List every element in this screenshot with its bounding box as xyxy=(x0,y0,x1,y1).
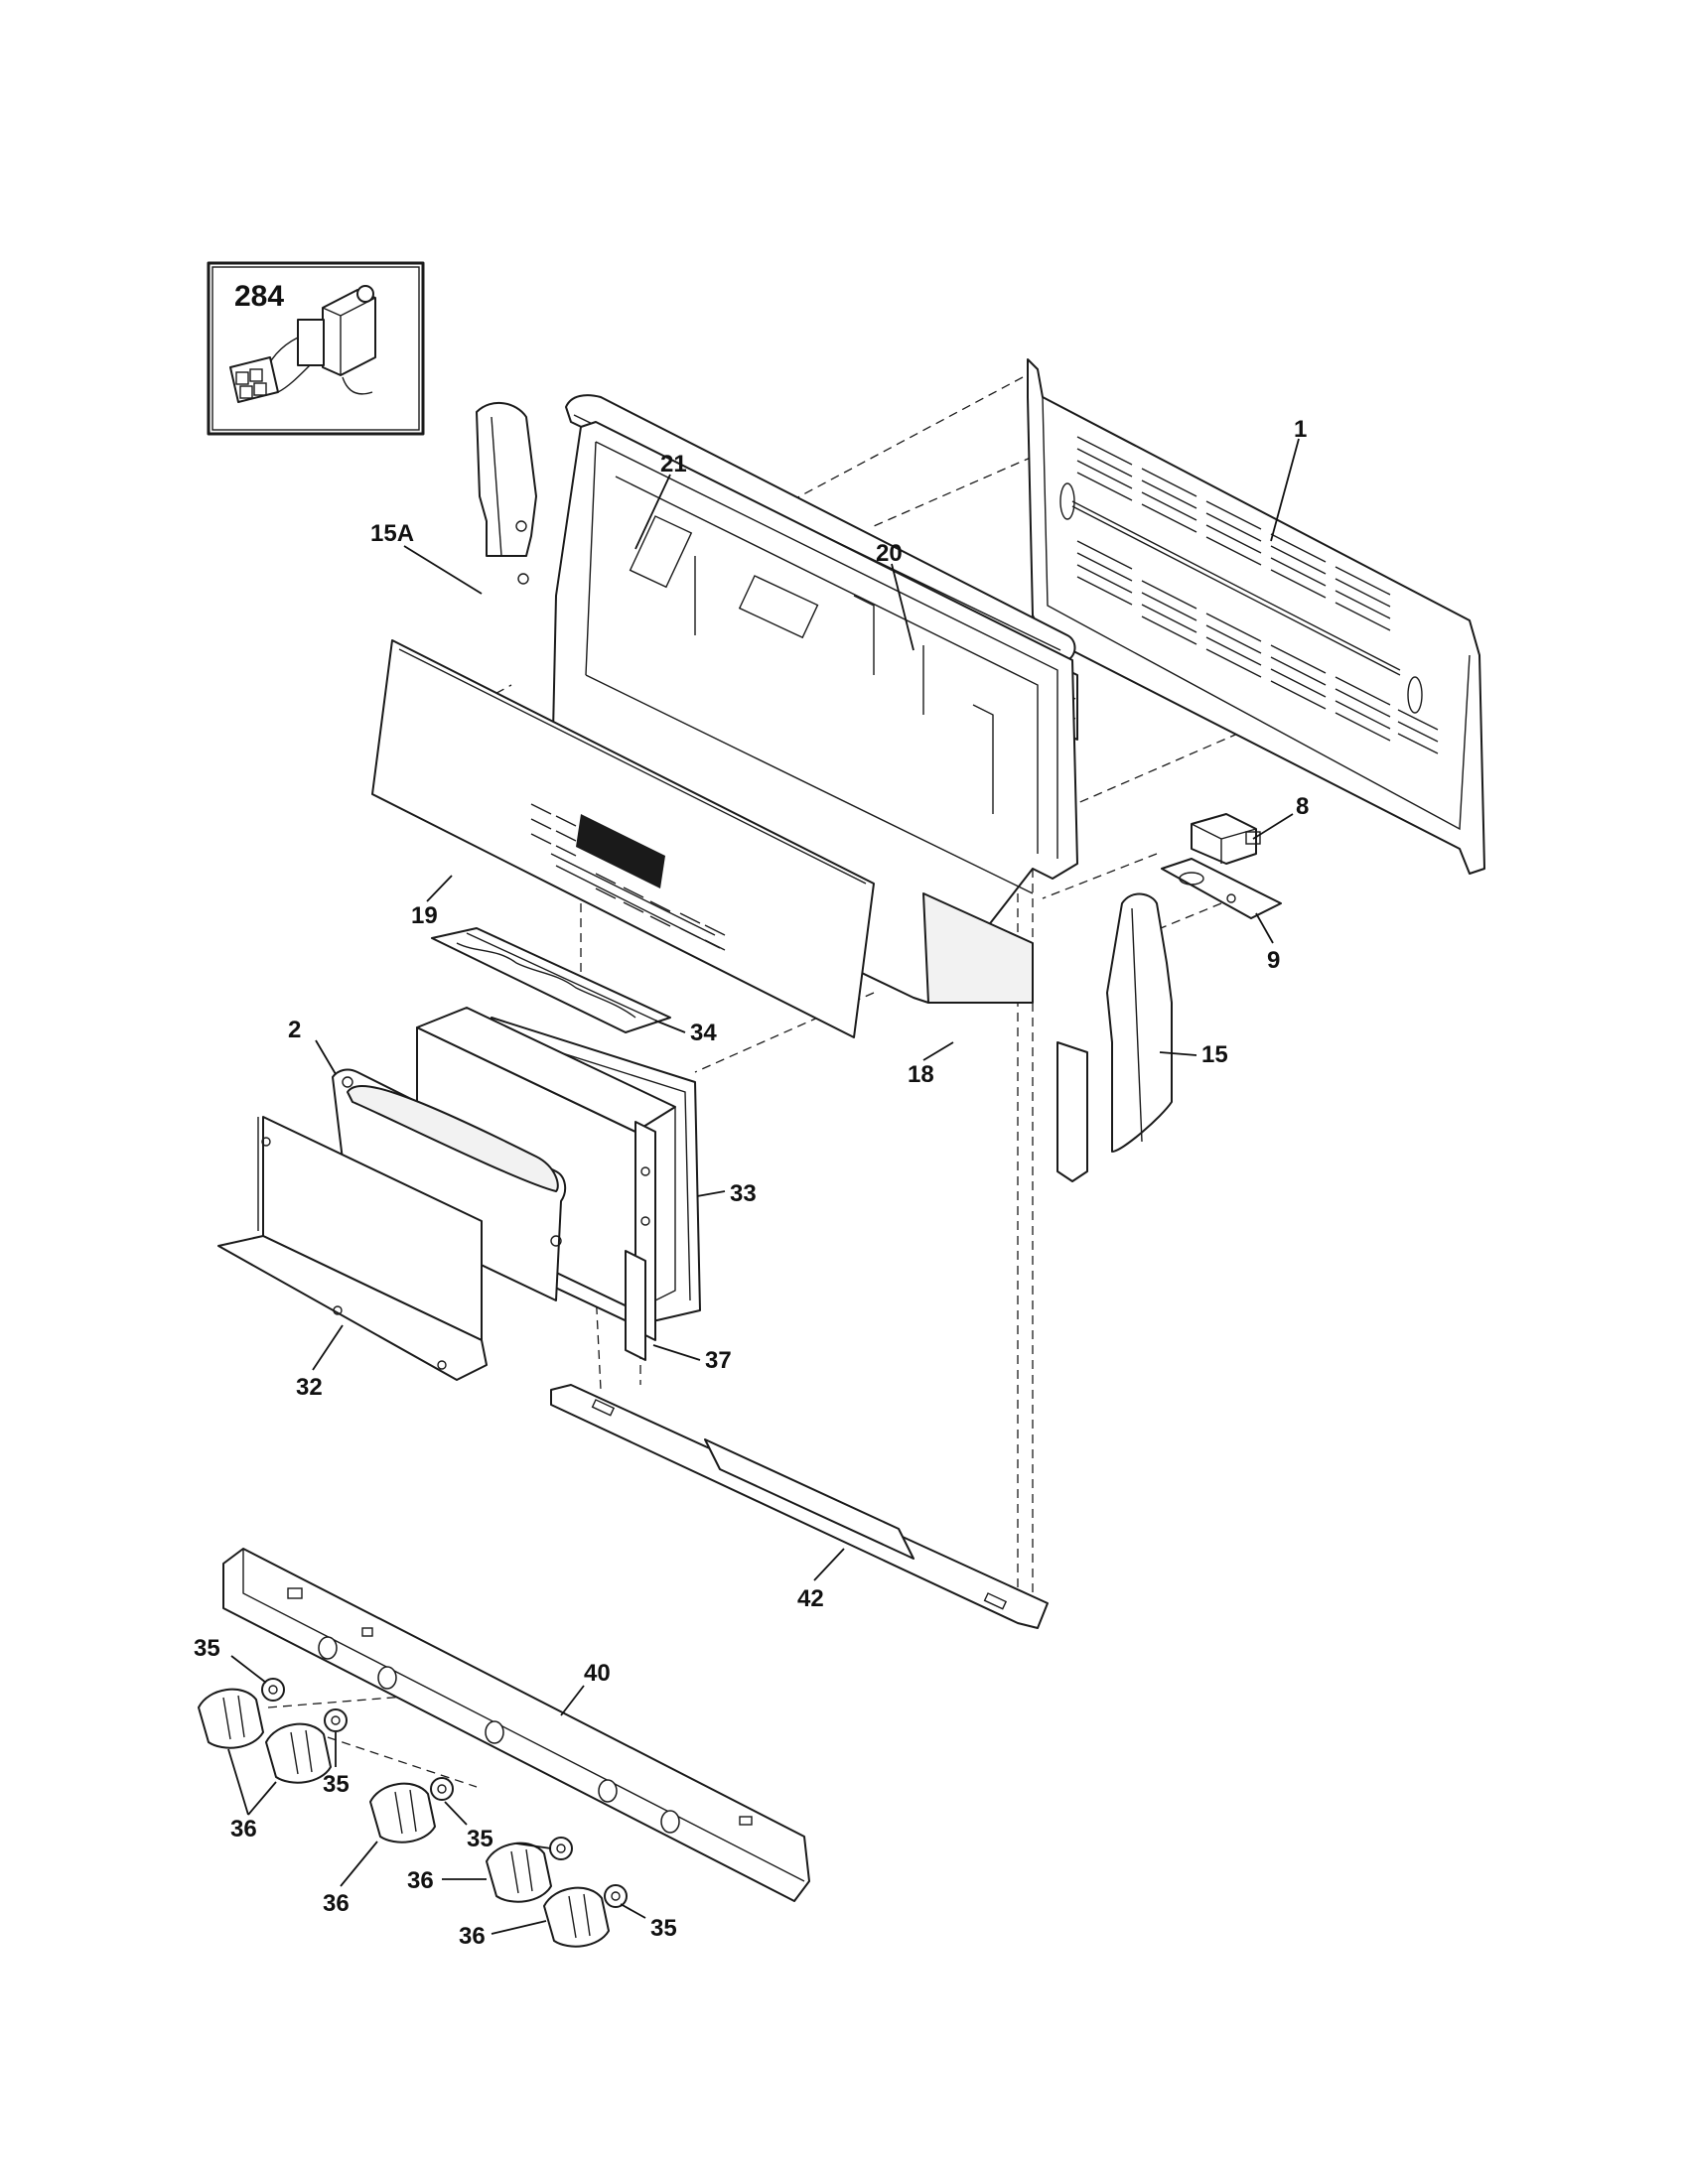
callout-15a: 15A xyxy=(370,520,414,547)
knob-bezels-part-35 xyxy=(261,1678,628,1908)
callout-35-c: 35 xyxy=(467,1826,493,1852)
callout-35-a: 35 xyxy=(194,1635,220,1662)
callout-18: 18 xyxy=(908,1061,934,1088)
transformer-icon xyxy=(229,285,376,403)
knob-icon xyxy=(369,1782,436,1843)
callout-37: 37 xyxy=(705,1347,732,1374)
lower-trim-part-42 xyxy=(550,1384,1049,1629)
callout-2: 2 xyxy=(288,1017,301,1043)
inset-label-284: 284 xyxy=(234,280,284,313)
callout-36-c: 36 xyxy=(407,1867,434,1894)
insulation-part-34 xyxy=(431,927,671,1033)
callout-20: 20 xyxy=(876,540,903,567)
callout-32: 32 xyxy=(296,1374,323,1401)
callout-33: 33 xyxy=(730,1180,757,1207)
manifold-panel-part-40 xyxy=(222,1548,810,1902)
callout-35-d: 35 xyxy=(650,1915,677,1942)
callout-21: 21 xyxy=(660,451,687,478)
callout-36-a: 36 xyxy=(230,1816,257,1843)
callout-15: 15 xyxy=(1201,1041,1228,1068)
knob-icon xyxy=(543,1886,610,1948)
callout-34: 34 xyxy=(690,1020,717,1046)
callout-36-b: 36 xyxy=(323,1890,350,1917)
knob-icon xyxy=(198,1688,264,1749)
back-panel-vents xyxy=(1059,436,1439,754)
knobs-part-36 xyxy=(198,1688,610,1948)
callout-8: 8 xyxy=(1296,793,1309,820)
switch-part-8 xyxy=(1191,813,1261,865)
end-cap-left-part-15A xyxy=(476,401,537,585)
leader-lines xyxy=(227,438,1300,1935)
callout-42: 42 xyxy=(797,1585,824,1612)
callout-35-b: 35 xyxy=(323,1771,350,1798)
callout-36-d: 36 xyxy=(459,1923,486,1950)
manifold-holes xyxy=(318,1636,680,1834)
inset-box-284: 284 xyxy=(207,261,425,436)
callout-40: 40 xyxy=(584,1660,611,1687)
callout-1: 1 xyxy=(1294,416,1307,443)
callout-19: 19 xyxy=(411,902,438,929)
bracket-part-9 xyxy=(1161,858,1282,919)
inner-box-part-2 xyxy=(332,1007,676,1311)
back-panel-part-1 xyxy=(1027,358,1485,875)
callout-labels: 1 21 15A 20 8 9 15 19 18 34 2 33 37 32 4… xyxy=(194,416,1309,1950)
knob-icon xyxy=(486,1842,552,1903)
knob-icon xyxy=(265,1722,332,1784)
side-bracket-part-37 xyxy=(625,1121,656,1361)
bottom-tray-part-32 xyxy=(217,1116,488,1381)
callout-9: 9 xyxy=(1267,947,1280,974)
overlay-panel-part-19 xyxy=(371,639,875,1038)
keypad-graphics xyxy=(530,803,726,951)
end-cap-right-part-15 xyxy=(1056,892,1173,1182)
